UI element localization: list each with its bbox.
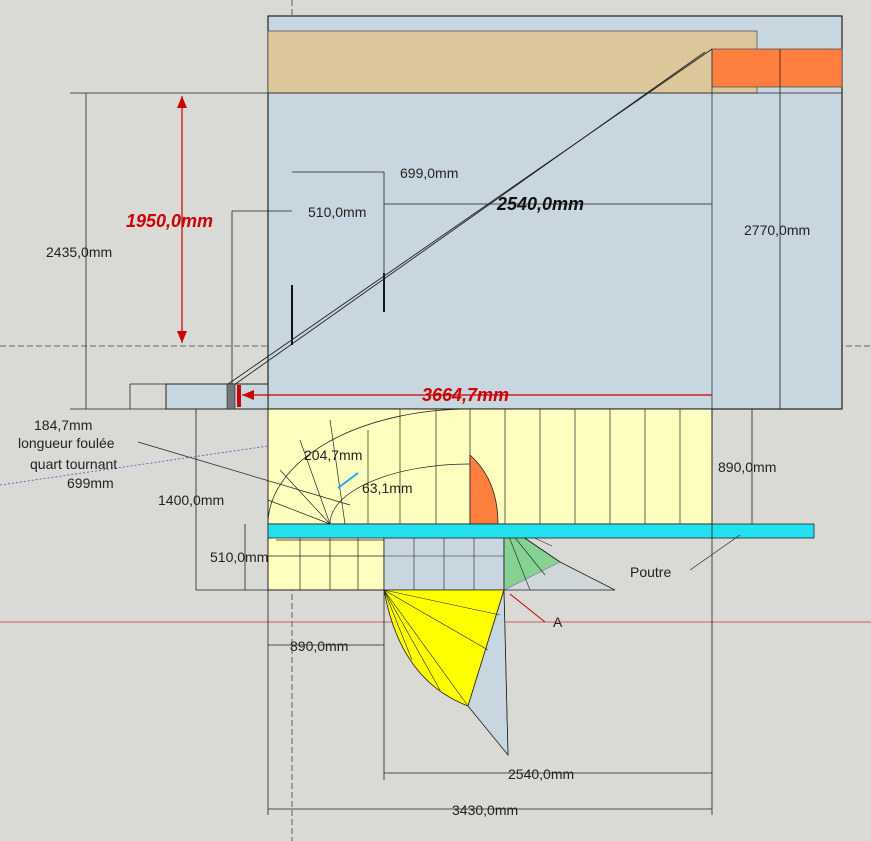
arc-marker bbox=[337, 472, 359, 489]
dim-1400: 1400,0mm bbox=[158, 492, 224, 508]
quarter-turn-arc bbox=[267, 408, 471, 525]
dim-510-top: 510,0mm bbox=[308, 204, 366, 220]
label-longueur-line1: longueur foulée bbox=[18, 435, 115, 451]
dim-184: 184,7mm bbox=[34, 417, 92, 433]
dim-890-right: 890,0mm bbox=[718, 459, 776, 475]
yellow-fan-lines bbox=[383, 589, 509, 756]
dim-510-bottom: 510,0mm bbox=[210, 549, 268, 565]
dimension-lines bbox=[70, 49, 781, 815]
dim-63: 63,1mm bbox=[362, 480, 413, 496]
dim-890-bottom: 890,0mm bbox=[290, 638, 348, 654]
leader-poutre bbox=[689, 534, 741, 571]
dim-2540-top: 2540,0mm bbox=[496, 194, 584, 214]
leader-a bbox=[509, 593, 546, 623]
quarter-turn-inner-arc bbox=[329, 463, 471, 525]
label-poutre: Poutre bbox=[630, 564, 671, 580]
leader-dotted bbox=[0, 445, 269, 486]
label-longueur-line3: 699mm bbox=[67, 475, 114, 491]
dim-699: 699,0mm bbox=[400, 165, 458, 181]
dim-204: 204,7mm bbox=[304, 447, 362, 463]
leader-longueur bbox=[137, 441, 351, 506]
grey-fan bbox=[503, 523, 616, 591]
beam-poutre bbox=[267, 523, 815, 539]
label-a: A bbox=[553, 614, 563, 630]
dim-2540-bottom: 2540,0mm bbox=[508, 766, 574, 782]
beam-orange bbox=[711, 48, 843, 88]
dim-2770: 2770,0mm bbox=[744, 222, 810, 238]
floor-slab bbox=[267, 30, 758, 94]
red-arrow-bottom bbox=[177, 331, 187, 343]
stair-slope-line bbox=[191, 48, 713, 410]
dim-3430: 3430,0mm bbox=[452, 802, 518, 818]
red-mark bbox=[237, 385, 241, 407]
step-nose bbox=[226, 383, 236, 410]
red-arrow-top bbox=[177, 96, 187, 108]
dim-1950: 1950,0mm bbox=[126, 211, 213, 231]
label-longueur-line2: quart tournant bbox=[30, 456, 117, 472]
red-arrow-left bbox=[242, 390, 254, 400]
stair-slope-line-2 bbox=[199, 51, 706, 410]
dim-2435: 2435,0mm bbox=[46, 244, 112, 260]
dim-3664: 3664,7mm bbox=[422, 385, 509, 405]
